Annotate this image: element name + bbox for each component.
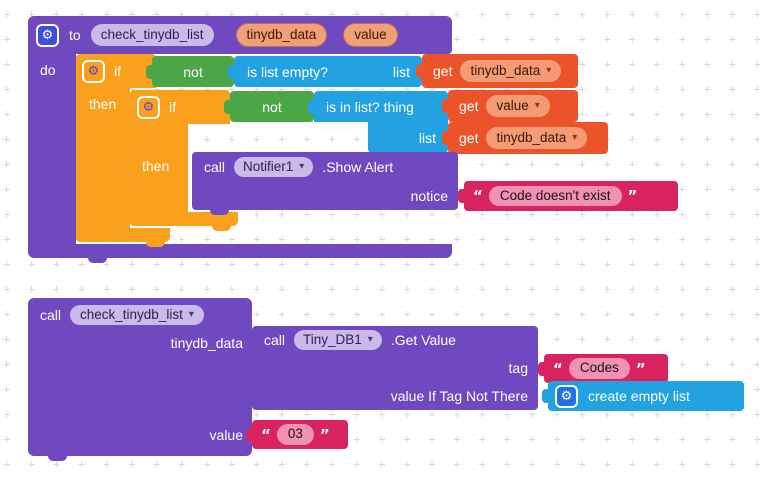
- chevron-down-icon: ▾: [572, 132, 578, 143]
- to-label: to: [69, 27, 81, 43]
- arg-value-label: value: [209, 427, 243, 443]
- list-socket-label: list: [392, 63, 410, 80]
- variable-dropdown[interactable]: tinydb_data ▾: [486, 126, 588, 150]
- call-label: call: [204, 159, 226, 175]
- inner-if-bottom: [130, 212, 238, 231]
- then-label: then: [142, 158, 170, 174]
- arg-tinydb-data-label: tinydb_data: [170, 335, 243, 351]
- tag-socket-label: tag: [508, 360, 528, 376]
- value-if-tag-not-there-label: value If Tag Not There: [390, 388, 528, 404]
- text-string-block[interactable]: “ Codes ”: [544, 354, 668, 383]
- component-dropdown[interactable]: Tiny_DB1 ▾: [294, 329, 382, 351]
- mutator-gear-icon[interactable]: ⚙: [36, 23, 59, 47]
- if-label: if: [114, 63, 121, 79]
- close-quote: ”: [319, 425, 330, 444]
- inner-if-left-spine[interactable]: then: [130, 124, 188, 212]
- string-value-field[interactable]: Codes: [568, 358, 630, 379]
- not-label: not: [262, 98, 282, 115]
- outer-if-bottom: [76, 228, 170, 247]
- variable-dropdown[interactable]: value ▾: [486, 94, 550, 118]
- get-variable-block[interactable]: get tinydb_data ▾: [448, 122, 608, 154]
- chevron-down-icon: ▾: [367, 334, 373, 345]
- procedure-name-dropdown[interactable]: check_tinydb_list ▾: [70, 304, 204, 326]
- bottom-tab: [210, 209, 229, 215]
- method-label: .Show Alert: [322, 159, 394, 175]
- notifier-show-alert-block[interactable]: call Notifier1 ▾ .Show Alert: [192, 152, 458, 182]
- not-block[interactable]: not: [152, 56, 234, 87]
- text-string-block[interactable]: “ Code doesn't exist ”: [464, 181, 678, 211]
- is-in-list-label: is in list? thing: [326, 98, 414, 115]
- procedure-call-block[interactable]: call check_tinydb_list ▾ tinydb_data val…: [28, 298, 252, 461]
- bottom-tab: [146, 241, 165, 247]
- param-chip-tinydb-data[interactable]: tinydb_data: [235, 22, 328, 48]
- text-string-block[interactable]: “ 03 ”: [252, 420, 348, 449]
- if-label: if: [169, 99, 176, 115]
- notifier-notice-row[interactable]: notice: [192, 182, 458, 215]
- string-value-field[interactable]: 03: [276, 424, 314, 445]
- procedure-definition-header[interactable]: ⚙ to check_tinydb_list tinydb_data value: [28, 16, 452, 54]
- procedure-name-field[interactable]: check_tinydb_list: [90, 23, 214, 47]
- mutator-gear-icon[interactable]: ⚙: [555, 384, 578, 408]
- create-empty-list-label: create empty list: [588, 388, 690, 404]
- open-quote: “: [473, 187, 483, 205]
- tinydb-get-value-block[interactable]: call Tiny_DB1 ▾ .Get Value tag value If …: [252, 326, 538, 410]
- string-value-field[interactable]: Code doesn't exist: [488, 185, 622, 207]
- procedure-definition-left-spine[interactable]: do: [28, 54, 76, 244]
- outer-if-block-header[interactable]: ⚙ if: [76, 54, 156, 88]
- chevron-down-icon: ▾: [188, 309, 194, 320]
- chevron-down-icon: ▾: [299, 161, 305, 172]
- is-in-list-block-row1[interactable]: is in list? thing: [314, 91, 448, 122]
- call-label: call: [40, 307, 62, 323]
- bottom-tab: [88, 257, 107, 263]
- close-quote: ”: [627, 187, 638, 205]
- param-chip-value[interactable]: value: [343, 22, 398, 48]
- close-quote: ”: [635, 359, 646, 378]
- notice-socket-label: notice: [410, 188, 448, 204]
- get-variable-block[interactable]: get tinydb_data ▾: [422, 54, 578, 88]
- not-block[interactable]: not: [230, 91, 314, 122]
- chevron-down-icon: ▾: [546, 65, 552, 76]
- get-label: get: [459, 98, 479, 114]
- mutator-gear-icon[interactable]: ⚙: [82, 59, 105, 83]
- is-list-empty-block[interactable]: is list empty? list: [234, 56, 422, 87]
- get-label: get: [433, 63, 453, 79]
- is-in-list-block-row2[interactable]: list: [368, 122, 448, 153]
- get-label: get: [459, 130, 479, 146]
- procedure-definition-bottom: [28, 244, 452, 263]
- variable-dropdown[interactable]: tinydb_data ▾: [460, 59, 562, 83]
- create-empty-list-block[interactable]: ⚙ create empty list: [548, 381, 744, 411]
- is-list-empty-label: is list empty?: [247, 63, 328, 80]
- open-quote: “: [553, 359, 563, 378]
- call-label: call: [264, 332, 286, 348]
- bottom-tab: [212, 225, 231, 231]
- then-label: then: [89, 96, 117, 112]
- not-label: not: [183, 63, 203, 80]
- mutator-gear-icon[interactable]: ⚙: [137, 95, 160, 119]
- do-label: do: [40, 62, 56, 78]
- bottom-tab: [48, 455, 67, 461]
- get-variable-block[interactable]: get value ▾: [448, 90, 578, 122]
- inner-if-block-header[interactable]: ⚙ if: [130, 90, 230, 124]
- list-socket-label: list: [418, 129, 436, 146]
- open-quote: “: [261, 425, 271, 444]
- component-dropdown[interactable]: Notifier1 ▾: [234, 156, 314, 178]
- chevron-down-icon: ▾: [534, 100, 540, 111]
- method-label: .Get Value: [390, 332, 456, 348]
- outer-if-left-spine[interactable]: then: [76, 88, 130, 228]
